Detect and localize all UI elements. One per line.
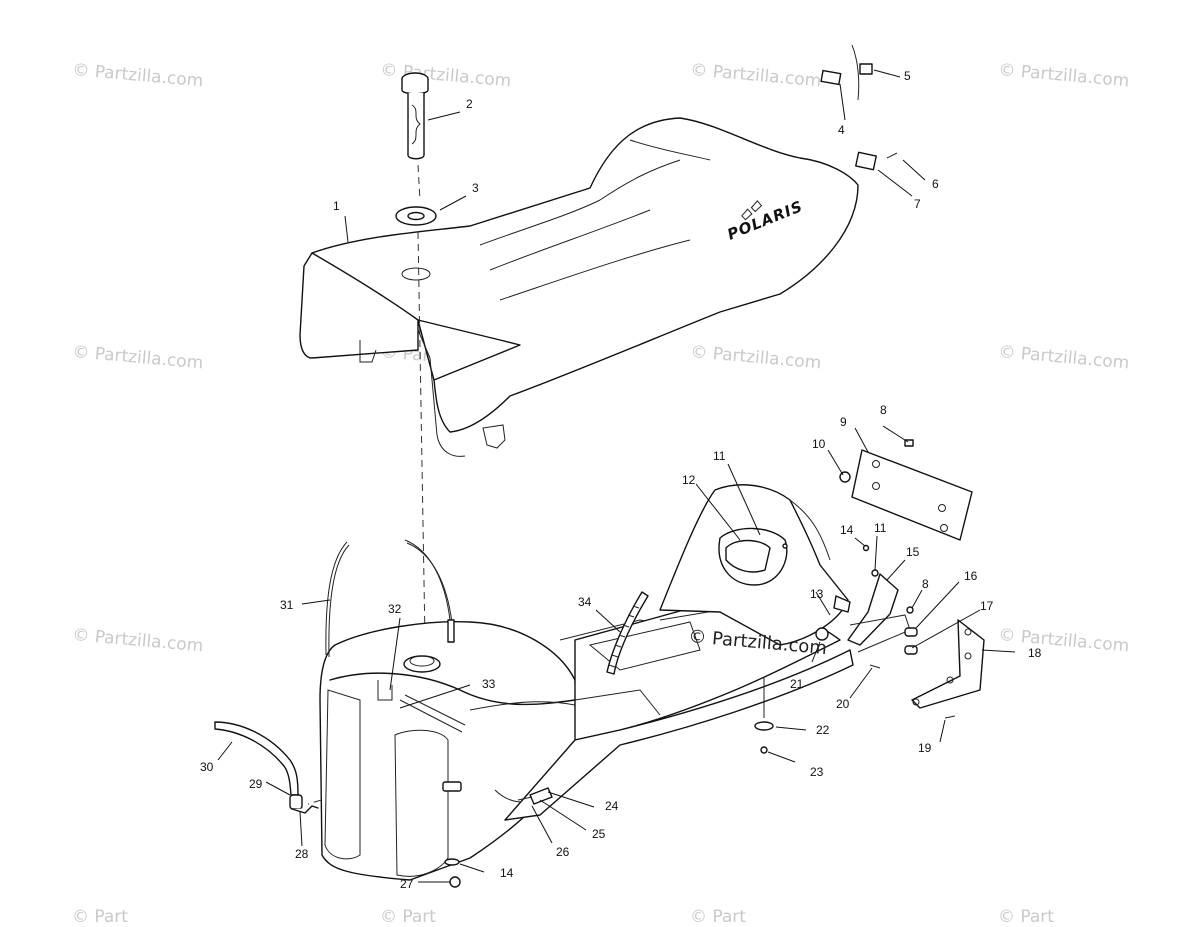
callout-13: 13 [810,587,824,601]
watermark: © Part [998,907,1054,927]
callout-20: 20 [836,697,850,711]
callout-26: 26 [556,845,570,859]
callout-2: 2 [466,97,473,111]
watermark: © Partzilla.com [72,60,204,91]
callout-30: 30 [200,760,214,774]
mounting-brackets [444,439,985,888]
callout-10: 10 [812,437,826,451]
callout-12: 12 [682,473,696,487]
assembly-line [417,164,426,641]
callout-1: 1 [333,199,340,213]
hose [606,591,649,675]
callout-6: 6 [932,177,939,191]
callout-18: 18 [1028,646,1042,660]
vent-lines [325,539,455,658]
callout-34: 34 [578,595,592,609]
callout-23: 23 [810,765,824,779]
callout-21: 21 [790,677,804,691]
watermark: © Partzilla.com [998,625,1130,656]
callout-24: 24 [605,799,619,813]
gasket [395,206,437,226]
callout-22: 22 [816,723,830,737]
callout-25: 25 [592,827,606,841]
callout-8: 8 [880,403,887,417]
watermark: © Partzilla.com [998,342,1130,373]
callout-5: 5 [904,69,911,83]
callout-3: 3 [472,181,479,195]
callout-19: 19 [918,741,932,755]
watermark: © Part [72,907,128,927]
console [659,484,851,646]
callout-9: 9 [840,415,847,429]
leader-lines [217,69,1016,883]
watermark: © Partzilla.com [72,342,204,373]
callout-28: 28 [295,847,309,861]
watermark: © Partzilla.com [690,60,822,91]
seat: POLARIS [299,117,859,457]
callout-33: 33 [482,677,496,691]
fuel-cap [401,72,429,160]
callout-numbers: 1 2 3 4 5 6 7 8 9 10 11 12 14 11 15 16 8… [200,69,1042,891]
watermark: © Part [690,907,746,927]
callout-14: 14 [840,523,854,537]
callout-29: 29 [249,777,263,791]
fuel-line [214,721,319,814]
watermark: © Partzilla.com [380,60,512,91]
callout-32: 32 [388,602,402,616]
callout-11: 11 [874,521,887,535]
callout-17: 17 [980,599,994,613]
watermark: © Partzilla.com [690,342,822,373]
callout-4: 4 [838,123,845,137]
watermark: © Partzilla.com [72,625,204,656]
callout-8: 8 [922,577,929,591]
callout-16: 16 [964,569,978,583]
callout-31: 31 [280,598,294,612]
emblem-clip-parts [820,44,898,171]
watermark: © Part [380,907,436,927]
callout-15: 15 [906,545,920,559]
callout-27: 27 [400,877,414,891]
watermark: © Partzilla.com [998,60,1130,91]
callout-7: 7 [914,197,921,211]
callout-11: 11 [713,449,726,463]
callout-14: 14 [500,866,514,880]
